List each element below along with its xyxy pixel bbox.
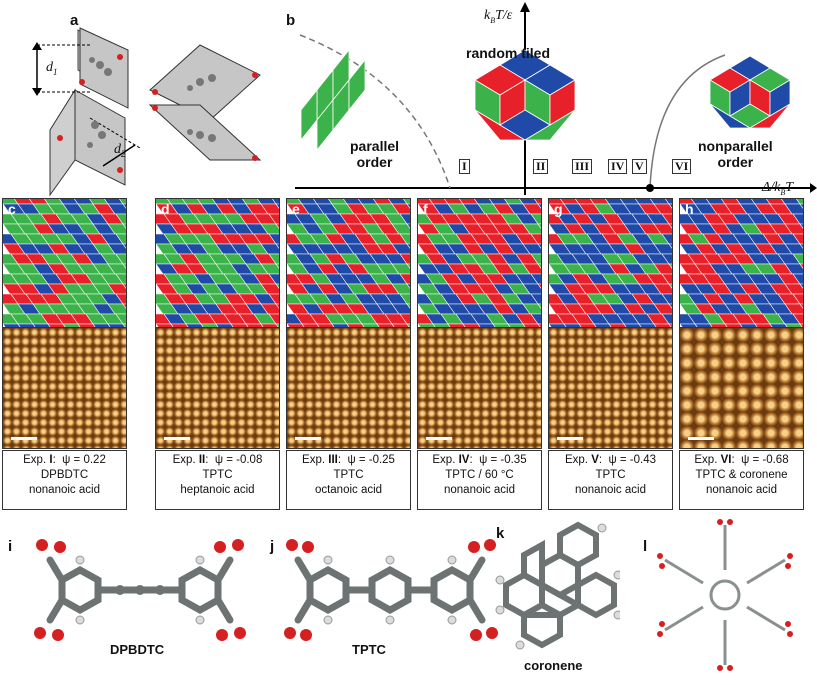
rhombus-tiling-d: d xyxy=(155,198,280,328)
y-axis-label: kBT/ε xyxy=(484,8,513,25)
solvent-label: octanoic acid xyxy=(314,484,383,496)
panel-label-k: k xyxy=(496,525,505,542)
psi-value: ψ = -0.43 xyxy=(608,454,656,466)
nonparallel-boundary xyxy=(649,54,726,189)
panel-label-f: f xyxy=(423,201,428,217)
d2-label: d2 xyxy=(114,142,126,159)
molecule-name-j: TPTC xyxy=(352,642,386,657)
molecule-label: TPTC & coronene xyxy=(695,469,788,481)
panel-a-rhombus-tiles xyxy=(32,27,262,197)
solvent-label: nonanoic acid xyxy=(575,484,646,496)
molecule-label: TPTC xyxy=(595,469,626,481)
stm-image-e xyxy=(286,328,411,449)
stm-image-h xyxy=(679,328,804,449)
panel-label-d: d xyxy=(161,201,170,217)
experiment-id: Exp. II: ψ = -0.08 xyxy=(172,454,263,466)
rhombus-tiling-g: g xyxy=(548,198,673,328)
parallel-boundary xyxy=(299,34,451,189)
regime-II: II xyxy=(533,159,549,174)
stm-image-d xyxy=(155,328,280,449)
molecule-name-i: DPBDTC xyxy=(110,642,165,657)
scale-bar xyxy=(11,437,37,440)
molecule-label: TPTC xyxy=(333,469,364,481)
panel-label-j: j xyxy=(270,538,275,555)
psi-value: ψ = 0.22 xyxy=(62,454,106,466)
scale-bar xyxy=(426,437,452,440)
scale-bar xyxy=(688,437,714,440)
stm-image-f xyxy=(417,328,542,449)
regime-III: III xyxy=(572,159,593,174)
rhombus-tiling-c: c xyxy=(2,198,127,328)
psi-value: ψ = -0.08 xyxy=(214,454,263,466)
psi-value: ψ = -0.68 xyxy=(741,454,789,466)
molecule-label: DPBDTC xyxy=(40,469,89,481)
phase-diagram xyxy=(295,2,817,195)
solvent-label: nonanoic acid xyxy=(444,484,515,496)
random-tiled-label: random tiled xyxy=(466,45,551,61)
panel-label-i: i xyxy=(8,538,13,555)
scale-bar xyxy=(164,437,190,440)
coronene-molecule xyxy=(495,521,620,650)
rhombus-tiling-h: h xyxy=(679,198,804,328)
rhombus-tiling-e: e xyxy=(286,198,411,328)
nonparallel-rhombi xyxy=(709,55,791,129)
regime-I: I xyxy=(459,159,470,174)
stm-image-g xyxy=(548,328,673,449)
regime-IV: IV xyxy=(608,159,628,174)
rhombus-tiling-f: f xyxy=(417,198,542,328)
parallel-rhombi xyxy=(300,48,366,152)
parallel-order-label: parallel order xyxy=(350,138,400,170)
panel-label-c: c xyxy=(8,201,16,217)
nonparallel-order-label: nonparallel order xyxy=(698,138,773,170)
experiment-id: Exp. III: ψ = -0.25 xyxy=(302,454,395,466)
d1-label: d1 xyxy=(46,60,58,77)
panel-label-b: b xyxy=(286,12,296,29)
molecule-label: TPTC / 60 °C xyxy=(445,469,514,481)
experiment-id: Exp. IV: ψ = -0.35 xyxy=(432,454,527,466)
psi-value: ψ = -0.25 xyxy=(347,454,395,466)
random-tiled-rhombi xyxy=(474,49,576,141)
solvent-label: nonanoic acid xyxy=(29,484,100,496)
stm-image-c xyxy=(2,328,127,449)
tptc-molecule xyxy=(284,539,498,641)
panel-label-e: e xyxy=(292,201,300,217)
panel-label-a: a xyxy=(70,12,79,29)
scale-bar xyxy=(557,437,583,440)
experiment-id: Exp. I: ψ = 0.22 xyxy=(23,454,106,466)
panel-label-l: l xyxy=(643,538,648,555)
scale-bar xyxy=(295,437,321,440)
regime-VI: VI xyxy=(672,159,692,174)
panel-label-h: h xyxy=(685,201,694,217)
psi-value: ψ = -0.35 xyxy=(479,454,527,466)
dpbdtc-molecule xyxy=(34,539,246,641)
molecule-label: TPTC xyxy=(202,469,233,481)
solvent-label: nonanoic acid xyxy=(706,484,777,496)
tptc-coronene-network xyxy=(657,519,793,671)
molecule-name-k: coronene xyxy=(524,658,583,673)
x-axis-label: Δ/kBT xyxy=(762,180,794,197)
experiment-id: Exp. V: ψ = -0.43 xyxy=(564,454,656,466)
regime-V: V xyxy=(632,159,647,174)
experiment-id: Exp. VI: ψ = -0.68 xyxy=(694,454,789,466)
panel-label-g: g xyxy=(554,201,563,217)
solvent-label: heptanoic acid xyxy=(180,484,255,496)
